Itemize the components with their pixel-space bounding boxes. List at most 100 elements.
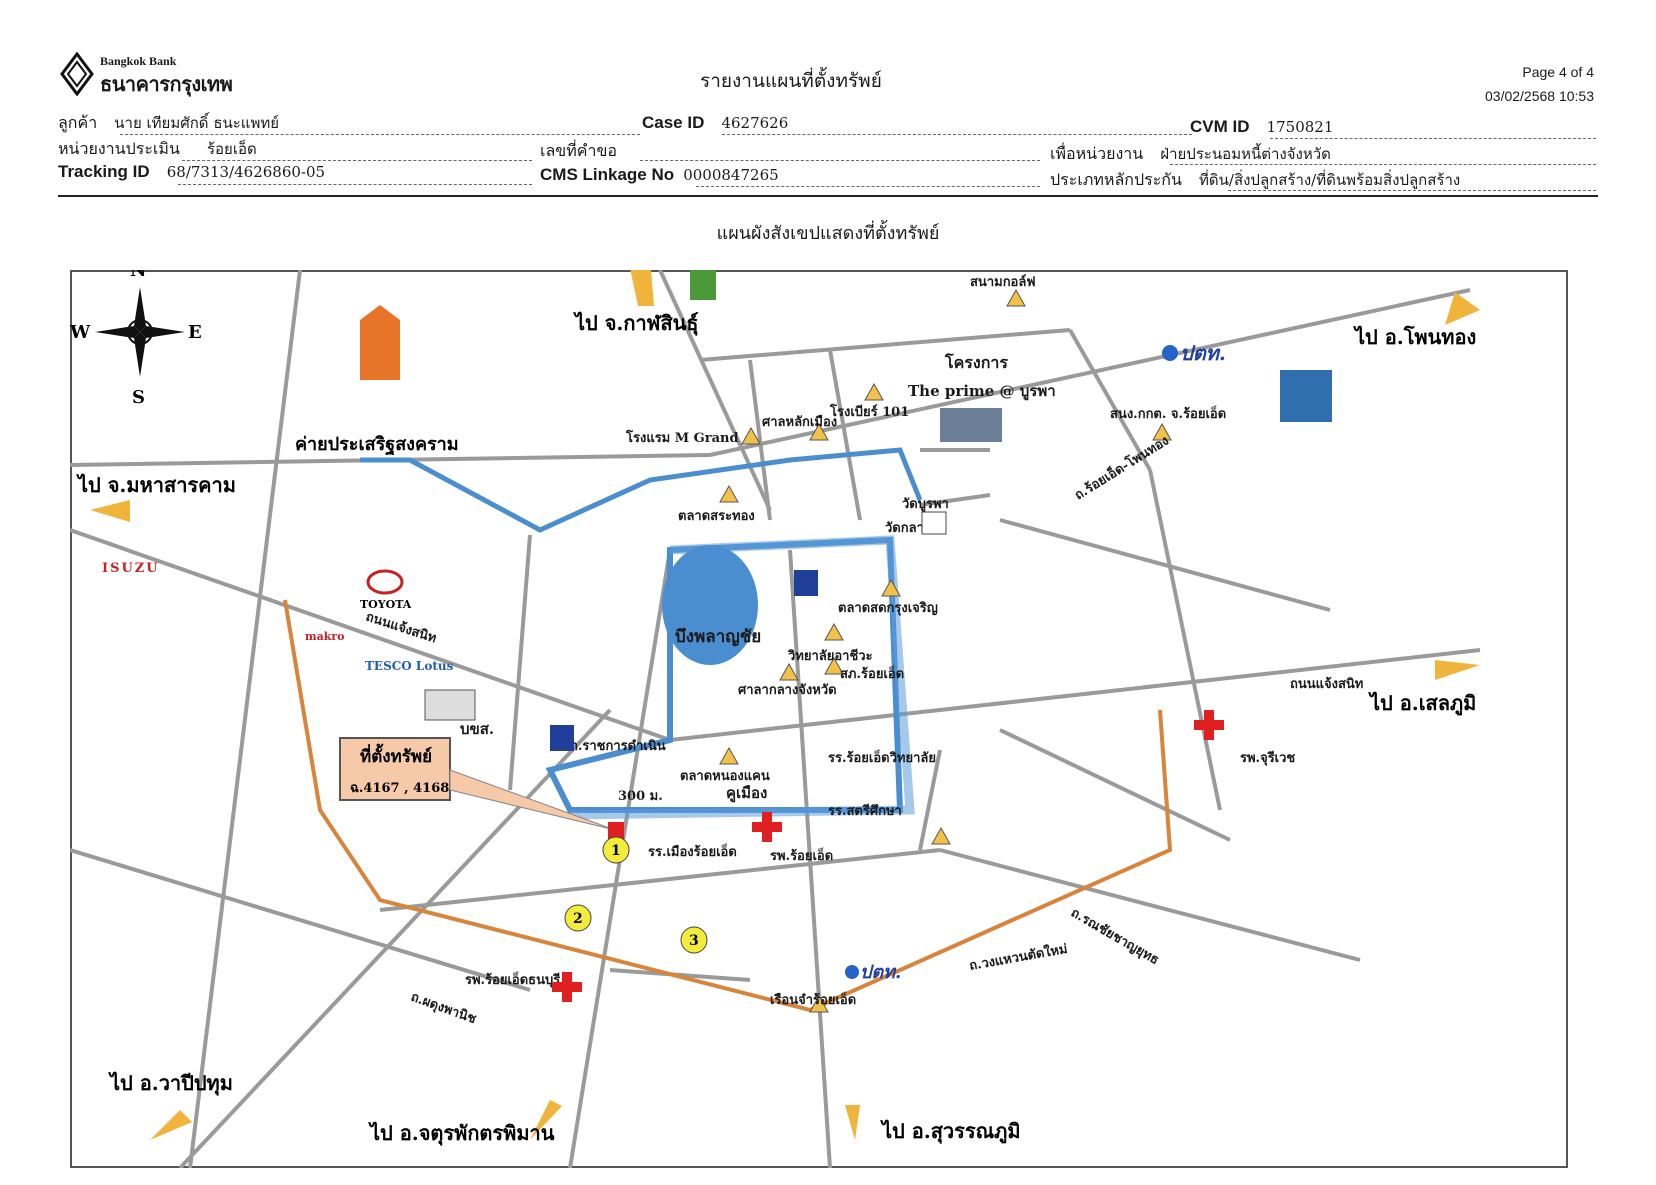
label-wat-burapha: วัดบูรพา: [902, 497, 949, 512]
bank-name-en: Bangkok Bank: [100, 54, 177, 68]
collateral-type-value: ที่ดิน/สิ่งปลูกสร้าง/ที่ดินพร้อมสิ่งปลูก…: [1199, 171, 1461, 189]
hospital-thonburi-icon: [552, 972, 582, 1002]
request-no-field: เลขที่คำขอ: [540, 139, 629, 164]
for-unit-label: เพื่อหน่วยงาน: [1050, 144, 1144, 163]
office-landmark-icon: [1152, 422, 1172, 441]
lake-icon: [662, 545, 758, 665]
tracking-label: Tracking ID: [58, 162, 150, 181]
label-road-chaeng-east: ถนนแจ้งสนิท: [1290, 676, 1363, 692]
label-sarathong: ตลาดสระทอง: [678, 509, 755, 524]
road-ne: [1068, 329, 1152, 471]
bangkok-bank-logo-icon: [60, 52, 94, 96]
road-sw: [70, 848, 531, 992]
label-wat-klang: วัดกลาง: [885, 521, 930, 536]
hospital-markers: [552, 710, 1224, 1002]
satri-landmark-icon: [931, 826, 951, 845]
label-ptt-south: ปตท.: [860, 962, 901, 983]
marker-3-label: 3: [689, 933, 699, 949]
label-road-rachakan: ถ.ราชการดำเนิน: [570, 738, 666, 754]
label-toyota: TOYOTA: [360, 598, 412, 611]
golf-landmark-icon: [1006, 288, 1026, 307]
cms-field: CMS Linkage No 0000847265: [540, 165, 779, 185]
sarathong-landmark-icon: [719, 484, 739, 503]
road-se: [939, 848, 1361, 962]
label-provincial: ศาลากลางจังหวัด: [738, 683, 837, 698]
page-number: Page 4 of 4: [1522, 64, 1594, 80]
arrow-sw-icon: [150, 1110, 192, 1140]
cms-value: 0000847265: [683, 166, 779, 184]
bus-icon: [424, 689, 476, 721]
road-wapi: [178, 708, 612, 1168]
bank-name-th: ธนาคารกรุงเทพ: [100, 72, 233, 96]
bank-branch-icon-2: [794, 570, 818, 596]
label-chiwa: วิทยาลัยอาชีวะ: [787, 648, 872, 664]
customer-field: ลูกค้า นาย เทียมศักดิ์ ธนะแพทย์: [58, 111, 279, 136]
police-landmark-icon: [824, 656, 844, 675]
lakmueang-landmark-icon: [809, 422, 829, 441]
label-beer: โรงเบียร์ 101: [829, 403, 909, 420]
compass-s: S: [132, 387, 145, 408]
dir-suwannaphum: ไป อ.สุวรรณภูมิ: [880, 1119, 1021, 1145]
dir-selaphum: ไป อ.เสลภูมิ: [1368, 691, 1476, 717]
collateral-type-dotted-line: [1228, 190, 1596, 191]
road-kalasin: [658, 270, 772, 511]
customer-label: ลูกค้า: [58, 113, 98, 132]
tracking-dotted-line: [178, 184, 532, 185]
label-prime: The prime @ บูรพา: [908, 382, 1056, 401]
arrow-west-icon: [90, 500, 130, 522]
c-logo-icon: [690, 270, 716, 300]
road-east-2: [999, 728, 1231, 842]
nongkhaen-landmark-icon: [719, 746, 739, 765]
road-east-ns: [1148, 469, 1222, 811]
label-hospital-ruvej: รพ.จุรีเวช: [1240, 750, 1295, 766]
page-info: Page 4 of 4 03/02/2568 10:53: [1485, 60, 1594, 108]
beer-landmark-icon: [864, 382, 884, 401]
label-ptt-north: ปตท.: [1180, 341, 1226, 365]
arrow-ne-icon: [1445, 292, 1480, 325]
location-sketch-map: N S W E ค่ายประเสริฐสงคราม ไป จ.กาฬสินธุ…: [70, 270, 1568, 1168]
toyota-icon: [366, 569, 404, 595]
for-unit-value: ฝ่ายประนอมหนี้ต่างจังหวัด: [1160, 145, 1331, 163]
moat-outline: [569, 535, 915, 820]
compass-w: W: [70, 322, 91, 343]
tracking-value: 68/7313/4626860-05: [166, 163, 326, 181]
appraisal-unit-label: หน่วยงานประเมิน: [58, 139, 180, 158]
cvm-id-field: CVM ID 1750821: [1190, 117, 1333, 137]
label-nongkhaen: ตลาดหนองแคน: [680, 769, 770, 784]
appraisal-unit-field: หน่วยงานประเมิน ร้อยเอ็ด: [58, 137, 257, 162]
report-title: รายงานแผนที่ตั้งทรัพย์: [700, 70, 882, 92]
ptt-north-icon: [1162, 345, 1178, 361]
customer-value: นาย เทียมศักดิ์ ธนะแพทย์: [114, 114, 280, 132]
road-minor-4: [828, 349, 862, 521]
appraisal-unit-dotted-line: [182, 160, 532, 161]
cvm-id-dotted-line: [1270, 138, 1596, 139]
label-golf: สนามกอล์ฟ: [970, 274, 1036, 290]
map-frame: [70, 270, 1568, 1168]
cms-label: CMS Linkage No: [540, 165, 675, 184]
request-no-dotted-line: [640, 160, 1040, 161]
dir-chaturaphak: ไป อ.จตุรพักตรพิมาน: [368, 1121, 555, 1146]
property-pointer: [449, 769, 616, 831]
arrow-east-icon: [1435, 660, 1480, 680]
prison-landmark-icon: [809, 994, 829, 1013]
label-lake: บึงพลาญชัย: [675, 627, 761, 647]
label-tesco: TESCO Lotus: [365, 659, 454, 673]
label-hospital-roiet: รพ.ร้อยเอ็ด: [770, 846, 833, 864]
road-north: [699, 328, 1071, 362]
compass-e: E: [188, 322, 202, 343]
road-suwannaphum: [788, 549, 832, 1168]
canal: [360, 447, 923, 533]
label-kuemueang: คูเมือง: [726, 784, 767, 803]
road-minor-5: [918, 749, 942, 851]
label-prison: เรือนจำร้อยเอ็ด: [770, 990, 856, 1008]
label-isuzu: ISUZU: [102, 561, 160, 576]
collateral-type-label: ประเภทหลักประกัน: [1050, 170, 1182, 189]
road-west-ns: [508, 534, 532, 791]
collateral-type-field: ประเภทหลักประกัน ที่ดิน/สิ่งปลูกสร้าง/ที…: [1050, 168, 1460, 193]
compass-icon: [95, 287, 185, 377]
label-charoen: ตลาดสดกรุงเจริญ: [838, 601, 938, 616]
hospital-ruvej-icon: [1194, 710, 1224, 740]
prime-building-icon: [940, 408, 1002, 442]
label-makro: makro: [305, 630, 345, 643]
bank-logo: Bangkok Bank ธนาคารกรุงเทพ: [60, 50, 270, 98]
